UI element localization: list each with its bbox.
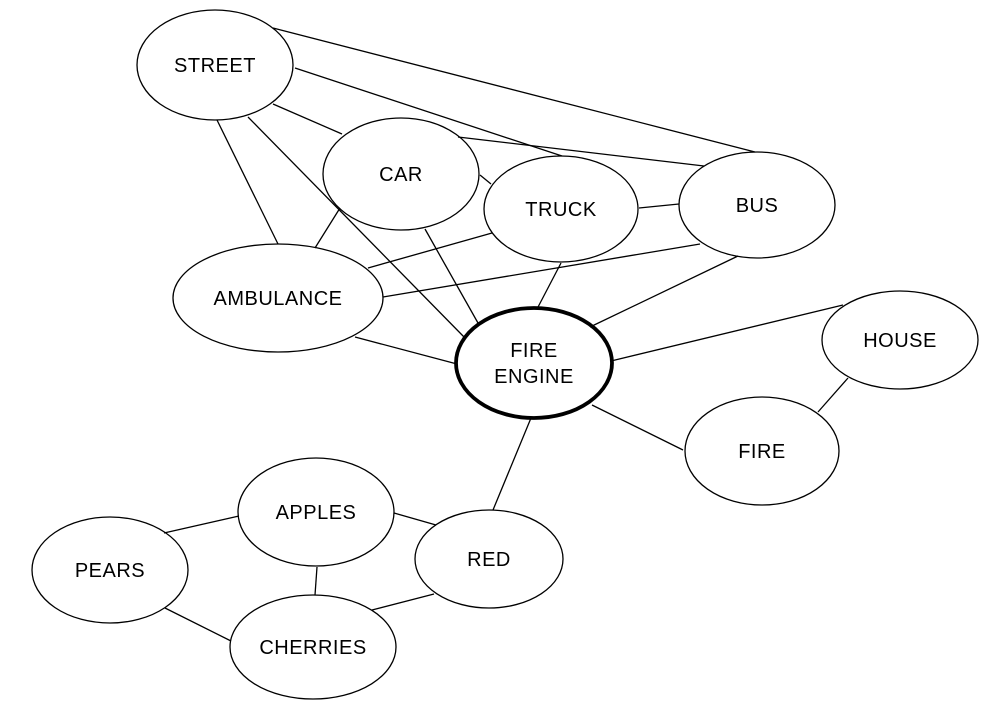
node-fire-engine-label: FIRE ENGINE [494,340,574,388]
node-red-ellipse [414,509,564,609]
edge-street-truck [294,67,563,157]
node-bus-ellipse [678,151,836,259]
node-layer [31,9,979,700]
node-ambulance-label: AMBULANCE [214,288,343,310]
label-layer: STREET CAR TRUCK BUS AMBULANCE FIRE ENGINE HOUS… [75,55,937,659]
edge-car-bus [457,136,705,167]
edge-bus-ambulance [382,243,701,298]
node-house-ellipse [821,290,979,390]
edge-car-ambulance [314,207,341,249]
node-apples-ellipse [237,457,395,567]
edge-truck-bus [638,203,680,209]
edge-apples-pears [163,515,240,534]
edge-fire-engine-fire [591,404,684,451]
node-pears-label: PEARS [75,560,145,582]
edge-red-cherries [371,593,435,611]
node-bus-label: BUS [736,195,779,217]
edge-car-truck [479,174,492,185]
node-red-label: RED [467,549,511,571]
edge-pears-cherries [164,607,232,642]
edge-truck-fire-engine [536,262,562,310]
edge-truck-ambulance [367,232,493,269]
edge-car-fire-engine [424,228,479,324]
edge-fire-engine-house [610,304,844,362]
node-fire-engine-label-line-0: FIRE [510,340,558,362]
edge-street-fire-engine [247,116,467,340]
edge-street-bus [272,27,756,153]
edge-red-apples [393,512,437,526]
edge-fire-house [817,377,849,413]
edge-bus-fire-engine [589,255,739,328]
edge-layer [163,27,849,642]
node-cherries-ellipse [229,594,397,700]
node-car-ellipse [322,117,480,231]
node-car-label: CAR [379,164,423,186]
node-cherries-label: CHERRIES [259,637,366,659]
node-street-label: STREET [174,55,256,77]
node-fire-engine-ellipse [454,306,614,420]
node-house-label: HOUSE [863,330,937,352]
edge-street-car [272,103,343,135]
node-fire-ellipse [684,396,840,506]
edge-fire-engine-red [492,417,532,511]
node-fire-label: FIRE [738,441,786,463]
edge-apples-cherries [314,566,318,596]
edge-street-ambulance [216,119,279,245]
node-truck-label: TRUCK [525,199,597,221]
node-fire-engine-label-line-1: ENGINE [494,366,574,388]
node-apples-label: APPLES [276,502,357,524]
edge-ambulance-fire-engine [354,336,458,365]
node-street-ellipse [136,9,294,121]
node-pears-ellipse [31,516,189,624]
